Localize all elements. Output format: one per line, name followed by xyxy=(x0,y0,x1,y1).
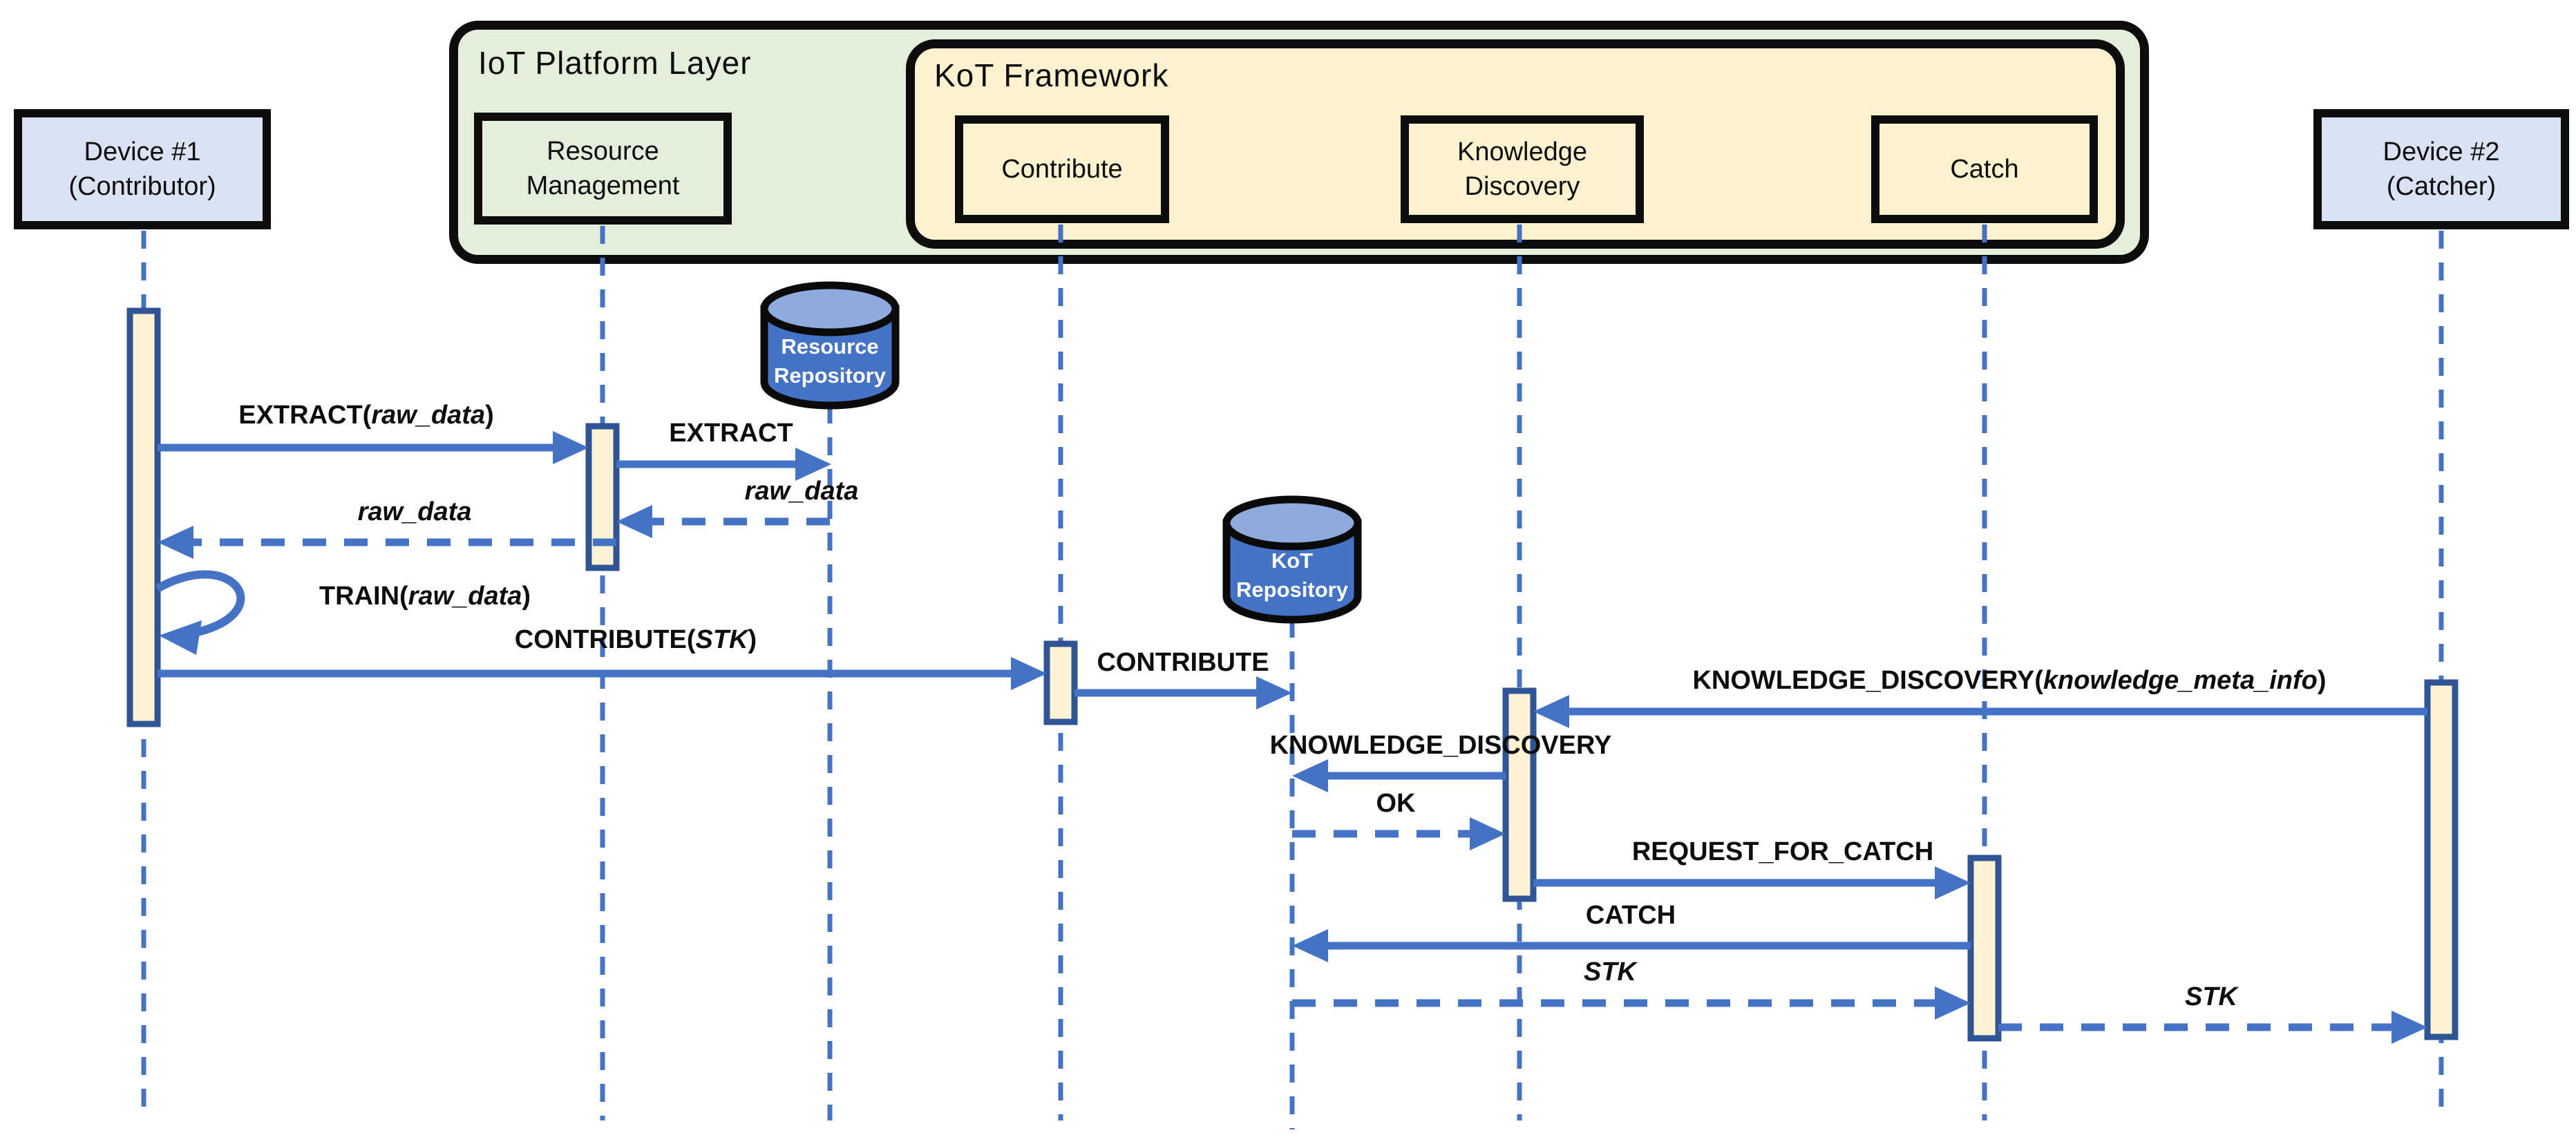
message-label-extract: EXTRACT xyxy=(669,419,793,448)
actor-resource-management-line1: Resource xyxy=(547,136,659,166)
message-label-raw-data-return-2: raw_data xyxy=(357,497,472,526)
kot-framework-title: KoT Framework xyxy=(934,57,1169,93)
actor-resource-management-line2: Management xyxy=(526,171,680,200)
message-label-knowledge-discovery: KNOWLEDGE_DISCOVERY xyxy=(1269,731,1612,760)
actor-device2-line1: Device #2 xyxy=(2383,137,2500,166)
message-label-train-raw-data: TRAIN(raw_data) xyxy=(319,582,531,611)
message-label-stk-2: STK xyxy=(2185,982,2237,1011)
message-label-contribute: CONTRIBUTE xyxy=(1097,648,1269,677)
actor-catch: Catch xyxy=(1871,115,2098,223)
message-label-catch: CATCH xyxy=(1585,901,1676,930)
actor-knowledge-discovery: Knowledge Discovery xyxy=(1401,115,1644,223)
actor-device1-line2: (Contributor) xyxy=(68,172,216,201)
actor-device1: Device #1 (Contributor) xyxy=(14,109,271,229)
message-label-ok: OK xyxy=(1376,789,1416,818)
message-label-contribute-stk: CONTRIBUTE(STK) xyxy=(514,625,757,654)
iot-platform-layer-title: IoT Platform Layer xyxy=(478,45,752,81)
actor-device2: Device #2 (Catcher) xyxy=(2313,109,2569,229)
message-label-raw-data-return-1: raw_data xyxy=(744,477,859,506)
actor-resource-management: Resource Management xyxy=(474,113,732,225)
actor-device2-line2: (Catcher) xyxy=(2386,172,2497,201)
actor-contribute: Contribute xyxy=(955,115,1169,223)
actor-contribute-line1: Contribute xyxy=(1001,154,1123,184)
message-label-knowledge-discovery-meta: KNOWLEDGE_DISCOVERY(knowledge_meta_info) xyxy=(1692,666,2327,695)
actor-catch-line1: Catch xyxy=(1950,154,2019,184)
message-label-stk-1: STK xyxy=(1584,957,1636,986)
actor-knowledge-discovery-line1: Knowledge xyxy=(1457,137,1588,166)
actor-device1-line1: Device #1 xyxy=(84,137,201,166)
message-label-request-for-catch: REQUEST_FOR_CATCH xyxy=(1631,837,1934,866)
message-label-extract-raw-data: EXTRACT(raw_data) xyxy=(238,401,494,430)
actor-knowledge-discovery-line2: Discovery xyxy=(1464,172,1580,201)
